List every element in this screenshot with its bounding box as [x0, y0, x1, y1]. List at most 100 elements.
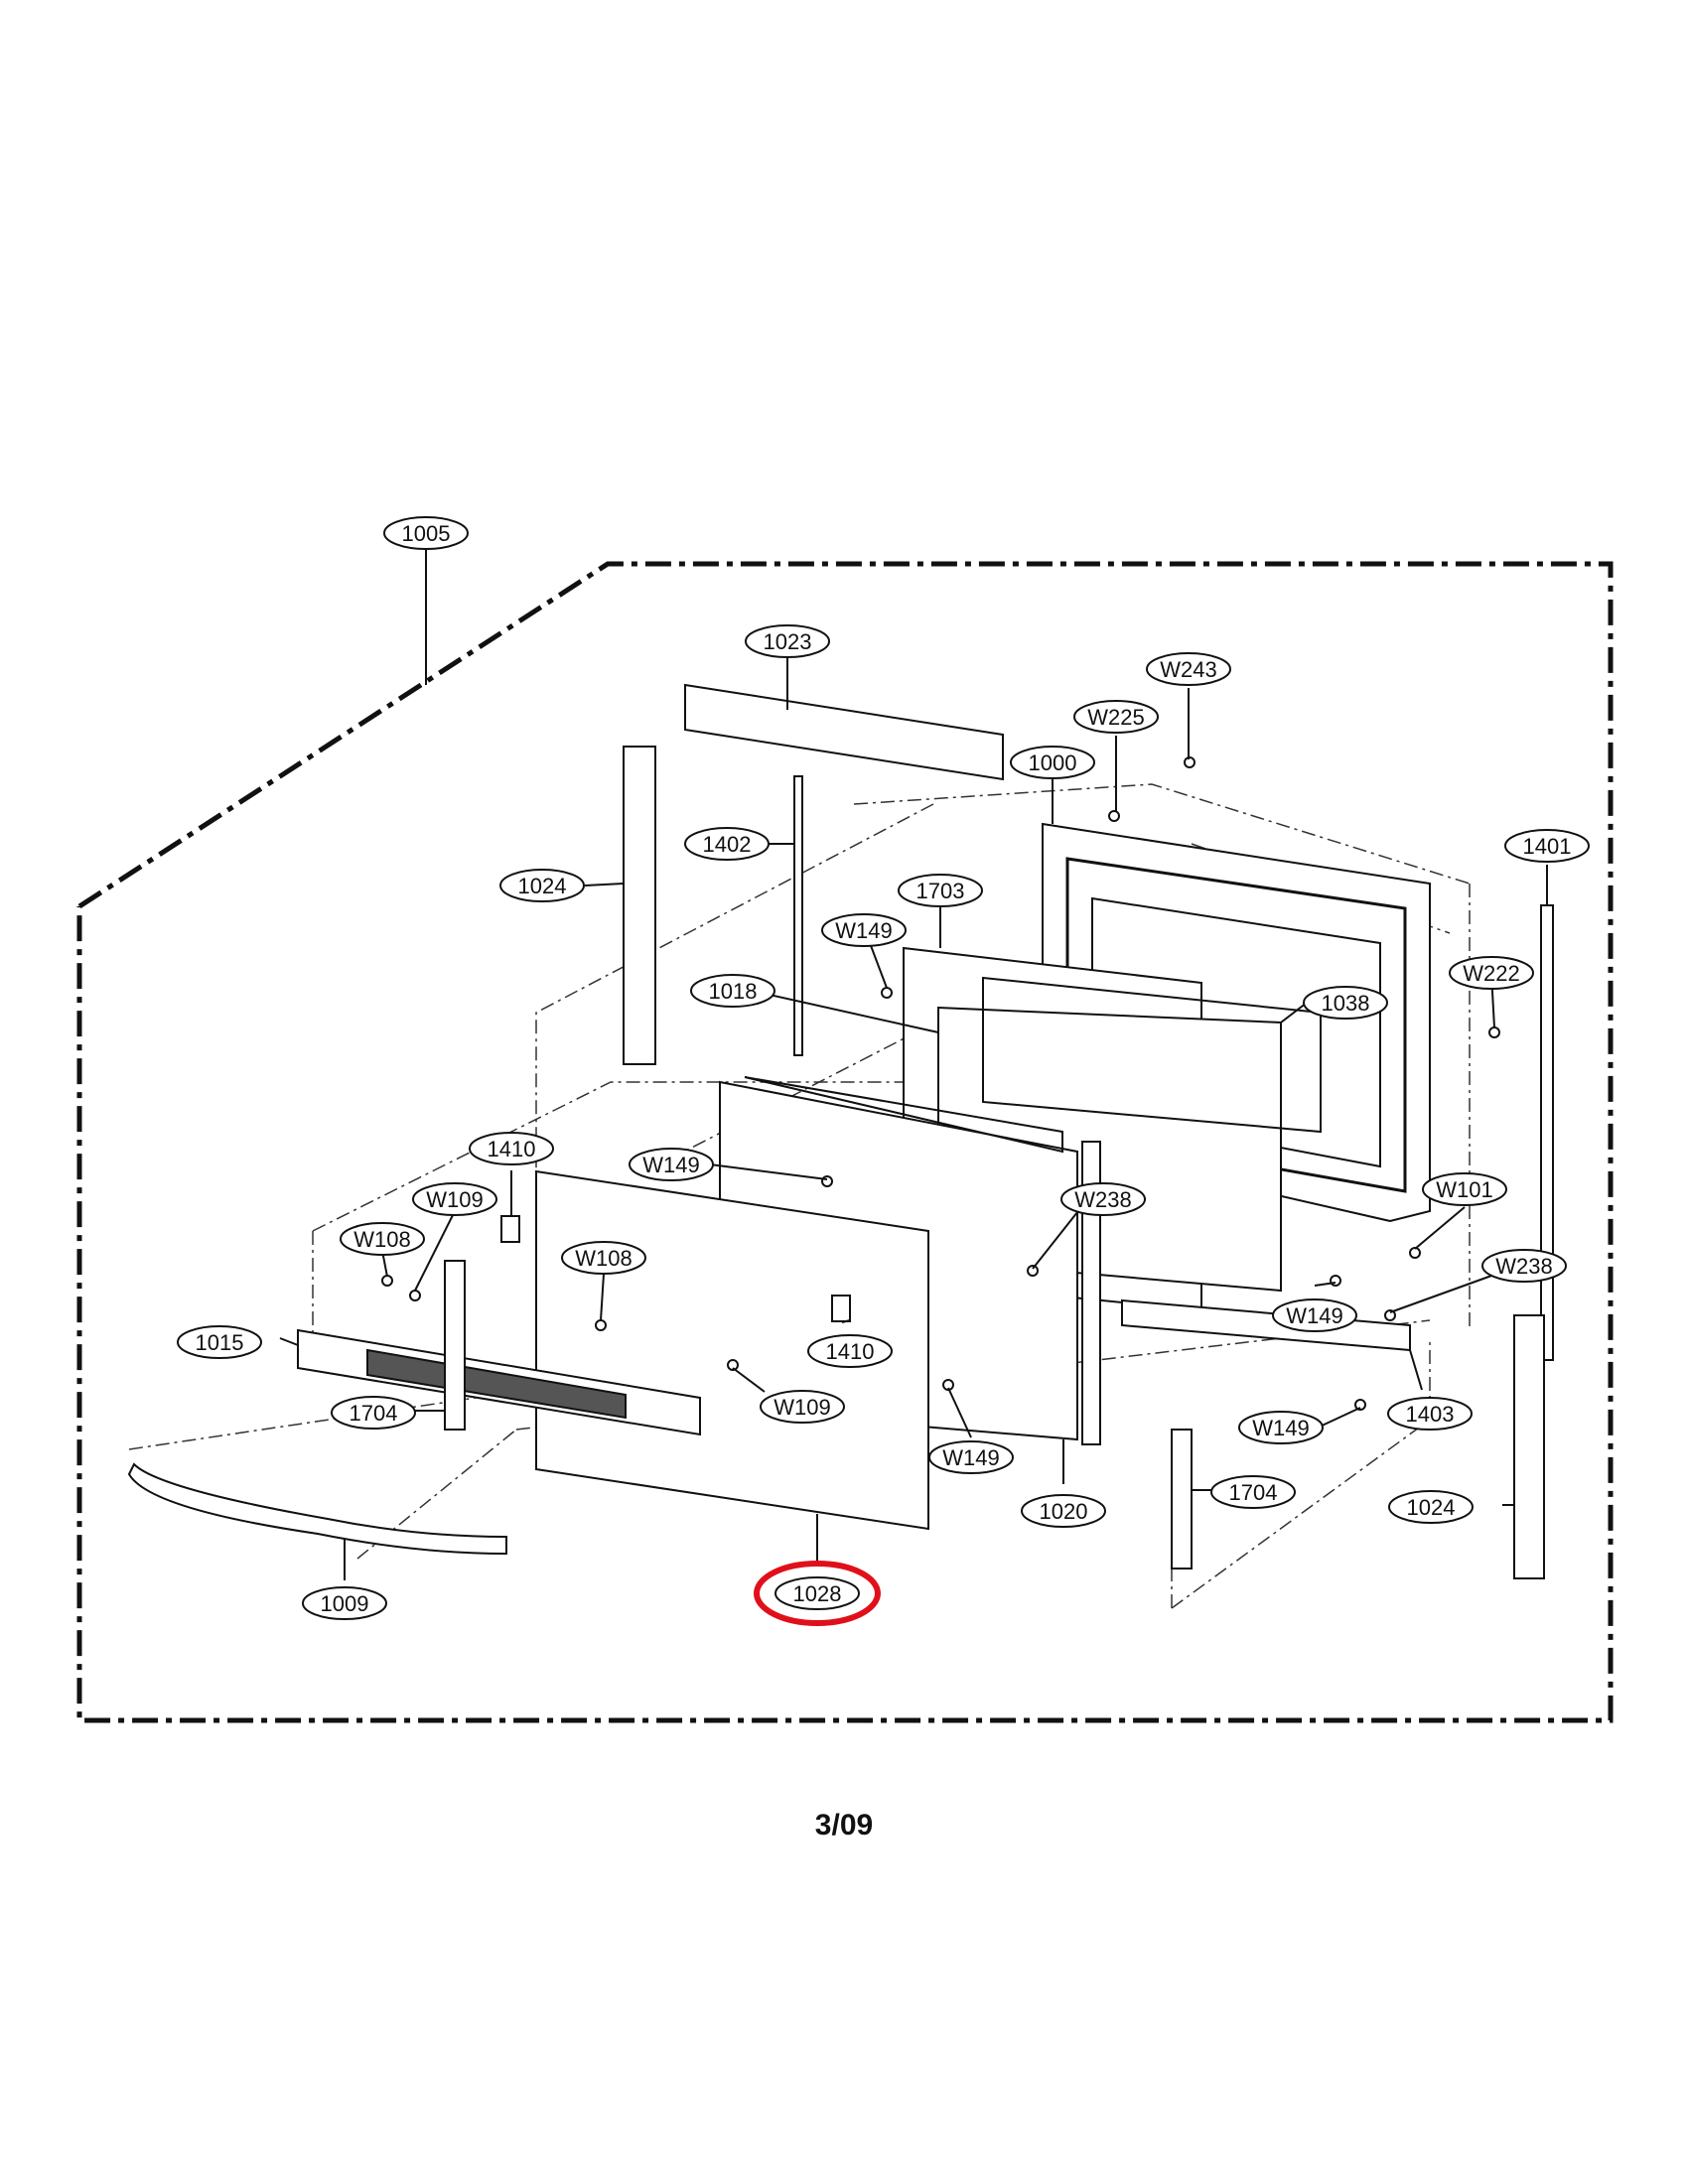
- callout-1024: 1024: [1388, 1490, 1474, 1524]
- callout-oval: [774, 1576, 860, 1610]
- callout-oval: [928, 1440, 1014, 1474]
- part-1023-top-trim: [684, 683, 1004, 781]
- callout-label: 1410: [488, 1137, 536, 1161]
- part-1024-right-trim: [1513, 1314, 1545, 1579]
- callout-1402: 1402: [684, 827, 770, 861]
- screw-w108-b: [595, 1319, 607, 1331]
- callout-oval: [684, 827, 770, 861]
- callout-label: 1015: [196, 1330, 244, 1355]
- callout-w149: W149: [821, 913, 907, 947]
- callout-label: 1402: [703, 832, 752, 857]
- callout-w109: W109: [412, 1182, 497, 1216]
- callout-w108: W108: [340, 1222, 425, 1256]
- callout-oval: [1210, 1475, 1296, 1509]
- callout-label: W243: [1160, 657, 1216, 682]
- callout-1410: 1410: [469, 1132, 554, 1165]
- callout-oval: [629, 1148, 714, 1181]
- callout-oval: [1010, 746, 1095, 779]
- part-1704-hinge-right: [1171, 1429, 1193, 1570]
- callout-oval: [1021, 1494, 1106, 1528]
- part-1024-left-trim: [623, 746, 656, 1065]
- screw-w149-a: [881, 987, 893, 999]
- part-1403-bracket: [1121, 1298, 1411, 1352]
- part-1038-gasket: [982, 976, 1322, 1134]
- callout-oval: [690, 974, 775, 1008]
- callout-oval: [821, 913, 907, 947]
- part-1410-spacer-b: [831, 1295, 851, 1322]
- callout-label: 1009: [321, 1591, 369, 1616]
- screw-w149-b: [821, 1175, 833, 1187]
- callout-label: W149: [942, 1445, 999, 1470]
- callout-w108: W108: [561, 1241, 646, 1275]
- callout-oval: [302, 1586, 387, 1620]
- callout-label: 1401: [1523, 834, 1572, 859]
- callout-oval: [383, 516, 469, 550]
- callout-oval: [1060, 1182, 1146, 1216]
- callout-w238: W238: [1060, 1182, 1146, 1216]
- screw-w149-e: [1354, 1399, 1366, 1411]
- callout-label: 1000: [1029, 751, 1077, 775]
- callout-label: 1024: [1407, 1495, 1456, 1520]
- part-1402-bracket: [793, 775, 803, 1056]
- callout-oval: [177, 1325, 262, 1359]
- callout-label: 1410: [826, 1339, 875, 1364]
- callout-oval: [1422, 1172, 1507, 1206]
- callout-w149: W149: [1238, 1411, 1324, 1444]
- callout-1023: 1023: [745, 624, 830, 658]
- parts: [127, 683, 1554, 1579]
- callout-label: 1018: [709, 979, 758, 1004]
- leader-lines: [279, 547, 1548, 1580]
- screw-w222: [1488, 1026, 1500, 1038]
- callout-label: W149: [1286, 1303, 1342, 1328]
- assembly-boundary: [76, 561, 1614, 1723]
- callout-w243: W243: [1146, 652, 1231, 686]
- highlight-ring-1028: [754, 1561, 881, 1626]
- callout-label: 1704: [1229, 1480, 1278, 1505]
- callout-label: 1403: [1406, 1402, 1455, 1427]
- callout-oval: [1238, 1411, 1324, 1444]
- callout-oval: [1481, 1249, 1567, 1283]
- callout-oval: [1388, 1490, 1474, 1524]
- callout-oval: [898, 874, 983, 907]
- callout-1009: 1009: [302, 1586, 387, 1620]
- callout-w225: W225: [1073, 700, 1159, 734]
- callout-label: W109: [426, 1187, 483, 1212]
- callout-w149: W149: [1272, 1298, 1357, 1332]
- callout-1020: 1020: [1021, 1494, 1106, 1528]
- callout-label: W149: [642, 1153, 699, 1177]
- callout-w109: W109: [760, 1390, 845, 1424]
- callout-label: W108: [575, 1246, 632, 1271]
- callout-oval: [499, 869, 585, 902]
- callout-oval: [340, 1222, 425, 1256]
- callout-w149: W149: [629, 1148, 714, 1181]
- callout-oval: [331, 1396, 416, 1430]
- callout-oval: [1073, 700, 1159, 734]
- callout-label: 1038: [1322, 991, 1370, 1016]
- callout-1018: 1018: [690, 974, 775, 1008]
- screw-w238-b: [1384, 1309, 1396, 1321]
- callout-label: 1005: [402, 521, 451, 546]
- page-number: 3/09: [814, 1809, 874, 1842]
- screw-w225: [1108, 810, 1120, 822]
- screw-w109-b: [727, 1359, 739, 1371]
- callout-label: 1028: [793, 1581, 842, 1606]
- callout-label: W238: [1074, 1187, 1131, 1212]
- callout-label: 1024: [518, 874, 567, 898]
- callout-label: W225: [1087, 705, 1144, 730]
- callout-w101: W101: [1422, 1172, 1507, 1206]
- callout-label: 1703: [916, 879, 965, 903]
- callout-1000: 1000: [1010, 746, 1095, 779]
- callout-oval: [561, 1241, 646, 1275]
- callout-1038: 1038: [1303, 986, 1388, 1020]
- callout-w222: W222: [1449, 956, 1534, 990]
- screw-w101: [1409, 1247, 1421, 1259]
- callout-oval: [1272, 1298, 1357, 1332]
- callout-1024: 1024: [499, 869, 585, 902]
- callout-w238: W238: [1481, 1249, 1567, 1283]
- callout-1005: 1005: [383, 516, 469, 550]
- callout-1028: 1028: [774, 1576, 860, 1610]
- part-1704-hinge-left: [444, 1260, 466, 1431]
- callout-oval: [745, 624, 830, 658]
- part-1009-handle: [127, 1462, 507, 1556]
